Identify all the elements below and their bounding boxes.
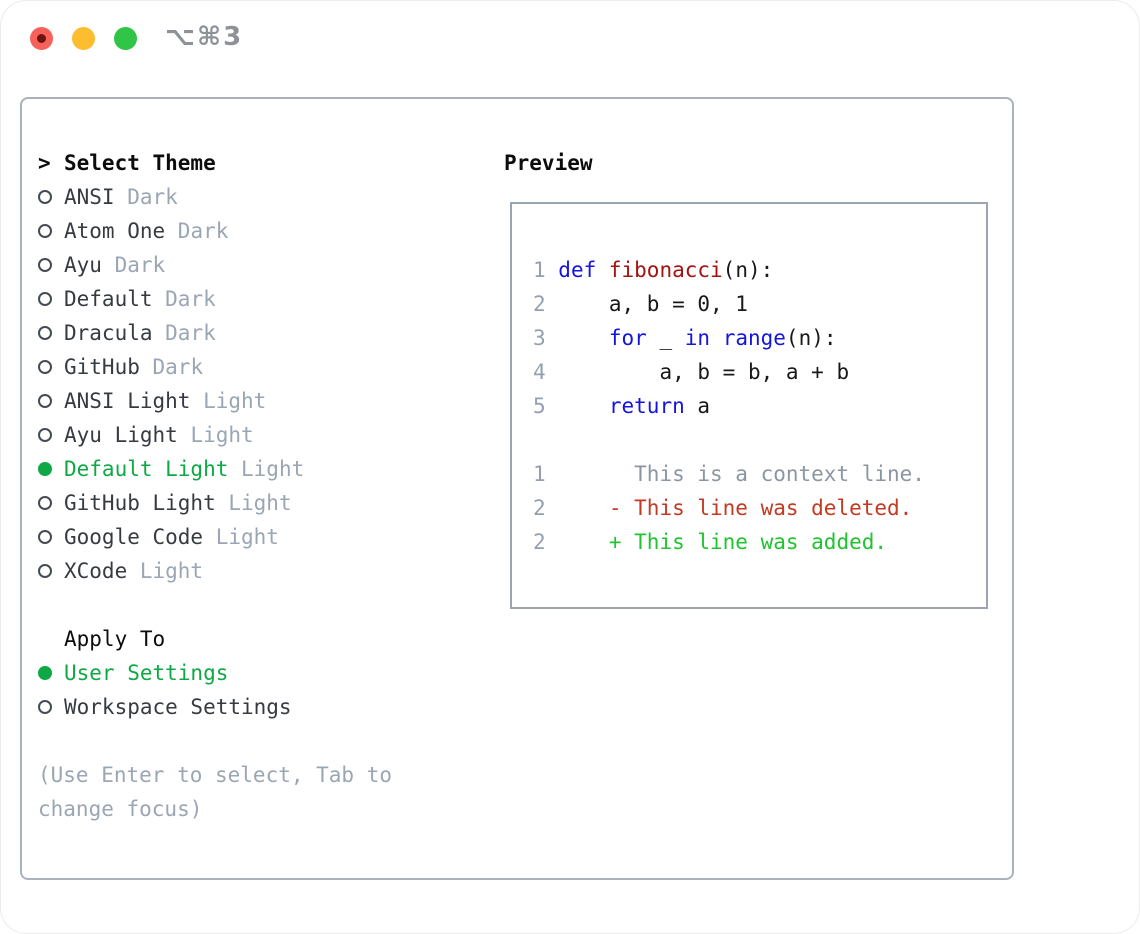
apply-to-title: Apply To <box>64 627 166 651</box>
radio-icon <box>38 292 64 306</box>
apply-to-header: Apply To <box>38 622 392 656</box>
apply-option-label: Workspace Settings <box>64 695 292 719</box>
theme-name: GitHub <box>64 355 153 379</box>
preview-line: 2 a, b = 0, 1 <box>533 292 748 316</box>
theme-variant: Dark <box>165 287 216 311</box>
selection-prompt: > <box>38 151 51 175</box>
theme-option-atom-one-dark[interactable]: Atom One Dark <box>38 214 392 248</box>
theme-option-ayu-dark[interactable]: Ayu Dark <box>38 248 392 282</box>
theme-variant: Light <box>215 525 279 549</box>
theme-option-github-light-light[interactable]: GitHub Light Light <box>38 486 392 520</box>
theme-option-ansi-dark[interactable]: ANSI Dark <box>38 180 392 214</box>
radio-icon <box>38 564 64 578</box>
theme-name: GitHub Light <box>64 491 229 515</box>
radio-icon <box>38 700 64 714</box>
spacer-row <box>38 724 392 758</box>
radio-icon <box>38 224 64 238</box>
theme-option-default-dark[interactable]: Default Dark <box>38 282 392 316</box>
theme-variant: Dark <box>177 219 229 243</box>
theme-name: Default <box>64 287 166 311</box>
preview-line: 2 + This line was added. <box>533 530 888 554</box>
preview-blank-line <box>533 423 986 457</box>
hint-text: (Use Enter to select, Tab to <box>38 763 393 787</box>
theme-name: Atom One <box>64 219 178 243</box>
radio-icon <box>38 530 64 544</box>
theme-name: ANSI <box>64 185 128 209</box>
apply-option-user-settings[interactable]: User Settings <box>38 656 392 690</box>
preview-title: Preview <box>504 151 593 175</box>
window-titlebar: ⌥⌘3 <box>0 0 1140 76</box>
theme-name: Ayu <box>64 253 115 277</box>
theme-list-title: Select Theme <box>64 151 216 175</box>
theme-name: ANSI Light <box>64 389 204 413</box>
apply-option-label: User Settings <box>64 661 229 685</box>
theme-list-header: > Select Theme <box>38 146 392 180</box>
theme-variant: Light <box>203 389 267 413</box>
theme-option-google-code-light[interactable]: Google Code Light <box>38 520 392 554</box>
spacer-row <box>38 588 392 622</box>
theme-option-default-light-light[interactable]: Default Light Light <box>38 452 392 486</box>
theme-option-ansi-light-light[interactable]: ANSI Light Light <box>38 384 392 418</box>
preview-line: 4 a, b = b, a + b <box>533 360 850 384</box>
theme-variant: Light <box>139 559 204 583</box>
theme-name: Dracula <box>64 321 166 345</box>
theme-name: Google Code <box>64 525 216 549</box>
radio-icon <box>38 428 64 442</box>
radio-selected-icon <box>38 462 64 476</box>
close-active-dot-icon <box>37 34 46 43</box>
apply-option-workspace-settings[interactable]: Workspace Settings <box>38 690 392 724</box>
radio-icon <box>38 326 64 340</box>
preview-line: 3 for _ in range(n): <box>533 326 837 350</box>
preview-line: 1 def fibonacci(n): <box>533 258 774 282</box>
hint-text: change focus) <box>38 797 203 821</box>
theme-variant: Light <box>228 491 292 515</box>
theme-variant: Light <box>190 423 254 447</box>
window-title: ⌥⌘3 <box>165 22 244 52</box>
theme-name: Ayu Light <box>64 423 191 447</box>
maximize-button[interactable] <box>114 27 137 50</box>
theme-option-dracula-dark[interactable]: Dracula Dark <box>38 316 392 350</box>
theme-name: XCode <box>64 559 140 583</box>
close-button[interactable] <box>30 27 53 50</box>
theme-variant: Dark <box>152 355 204 379</box>
radio-icon <box>38 190 64 204</box>
theme-option-ayu-light-light[interactable]: Ayu Light Light <box>38 418 392 452</box>
hint-line-2: change focus) <box>38 792 392 826</box>
theme-option-github-dark[interactable]: GitHub Dark <box>38 350 392 384</box>
radio-icon <box>38 394 64 408</box>
hint-line-1: (Use Enter to select, Tab to <box>38 758 392 792</box>
theme-variant: Dark <box>127 185 178 209</box>
theme-option-xcode-light[interactable]: XCode Light <box>38 554 392 588</box>
minimize-button[interactable] <box>72 27 95 50</box>
preview-line: 5 return a <box>533 394 711 418</box>
radio-icon <box>38 258 64 272</box>
radio-selected-icon <box>38 666 64 680</box>
preview-box: 1 def fibonacci(n): 2 a, b = 0, 1 3 for _ … <box>510 202 988 609</box>
radio-icon <box>38 496 64 510</box>
preview-line: 2 - This line was deleted. <box>533 496 913 520</box>
theme-name: Default Light <box>64 457 242 481</box>
theme-variant: Dark <box>165 321 216 345</box>
preview-line: 1 This is a context line. <box>533 462 925 486</box>
code-preview: 1 def fibonacci(n): 2 a, b = 0, 1 3 for _ … <box>512 204 986 559</box>
radio-icon <box>38 360 64 374</box>
theme-variant: Dark <box>114 253 166 277</box>
theme-variant: Light <box>241 457 305 481</box>
